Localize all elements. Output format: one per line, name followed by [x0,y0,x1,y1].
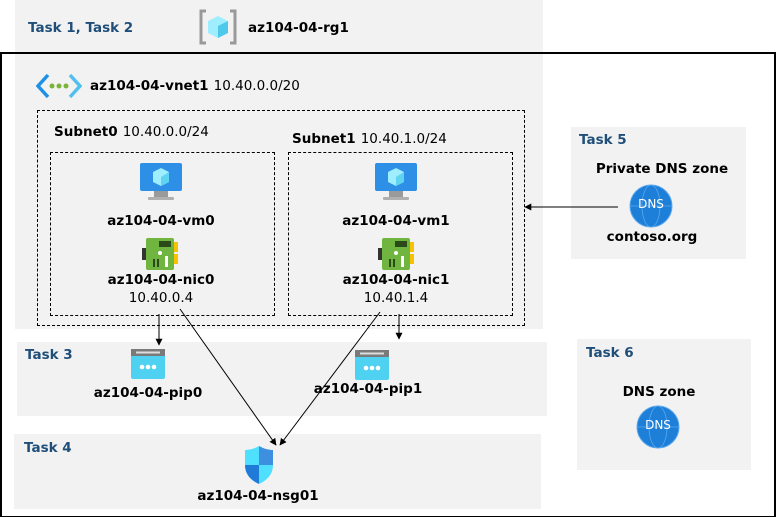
private-dns-title: Private DNS zone [595,161,729,177]
vm1-name: az104-04-vm1 [342,213,450,229]
pip1-name: az104-04-pip1 [313,381,423,397]
vnet-icon [36,73,82,99]
panel-task-6 [577,339,751,470]
vnet-label: az104-04-vnet1 10.40.0.0/20 [90,75,300,94]
resource-group-name: az104-04-rg1 [248,20,349,36]
subnet1-label: Subnet1 10.40.1.0/24 [292,128,447,147]
dns-icon: DNS [629,184,673,228]
dns-icon: DNS [636,405,680,449]
dns-icon-text: DNS [645,418,671,432]
nic0-ip: 10.40.0.4 [128,290,194,306]
subnet0-boundary [50,152,275,316]
nic-icon [378,237,414,271]
dns-icon-text: DNS [638,197,664,211]
nic1-ip: 10.40.1.4 [363,290,429,306]
public-ip-icon [131,349,165,379]
vm-icon [139,162,183,202]
pip0-name: az104-04-pip0 [93,385,203,401]
panel-task-1-2 [15,0,543,329]
subnet1-name: Subnet1 [292,131,356,147]
task-6-label: Task 6 [586,345,634,361]
nic1-name: az104-04-nic1 [342,272,450,288]
subnet0-label: Subnet0 10.40.0.0/24 [54,121,209,140]
subnet0-name: Subnet0 [54,124,118,140]
task-3-label: Task 3 [25,347,73,363]
vnet-cidr: 10.40.0.0/20 [213,78,300,94]
panel-task-4 [14,434,541,509]
nic0-name: az104-04-nic0 [107,272,215,288]
subnet0-cidr: 10.40.0.0/24 [122,124,209,140]
vnet-name: az104-04-vnet1 [90,78,209,94]
subnet1-boundary [288,152,513,316]
task-1-2-label: Task 1, Task 2 [28,20,134,36]
subnet1-cidr: 10.40.1.0/24 [360,131,447,147]
resource-group-icon [199,9,237,45]
nsg-name: az104-04-nsg01 [197,488,319,504]
vm0-name: az104-04-vm0 [107,213,215,229]
private-dns-zone-name: contoso.org [606,229,698,245]
task-4-label: Task 4 [24,440,72,456]
vm-icon [374,162,418,202]
task-5-label: Task 5 [579,132,627,148]
public-ip-icon [355,350,389,380]
dns-zone-title: DNS zone [622,384,696,400]
nsg-shield-icon [245,446,273,484]
nic-icon [142,237,178,271]
